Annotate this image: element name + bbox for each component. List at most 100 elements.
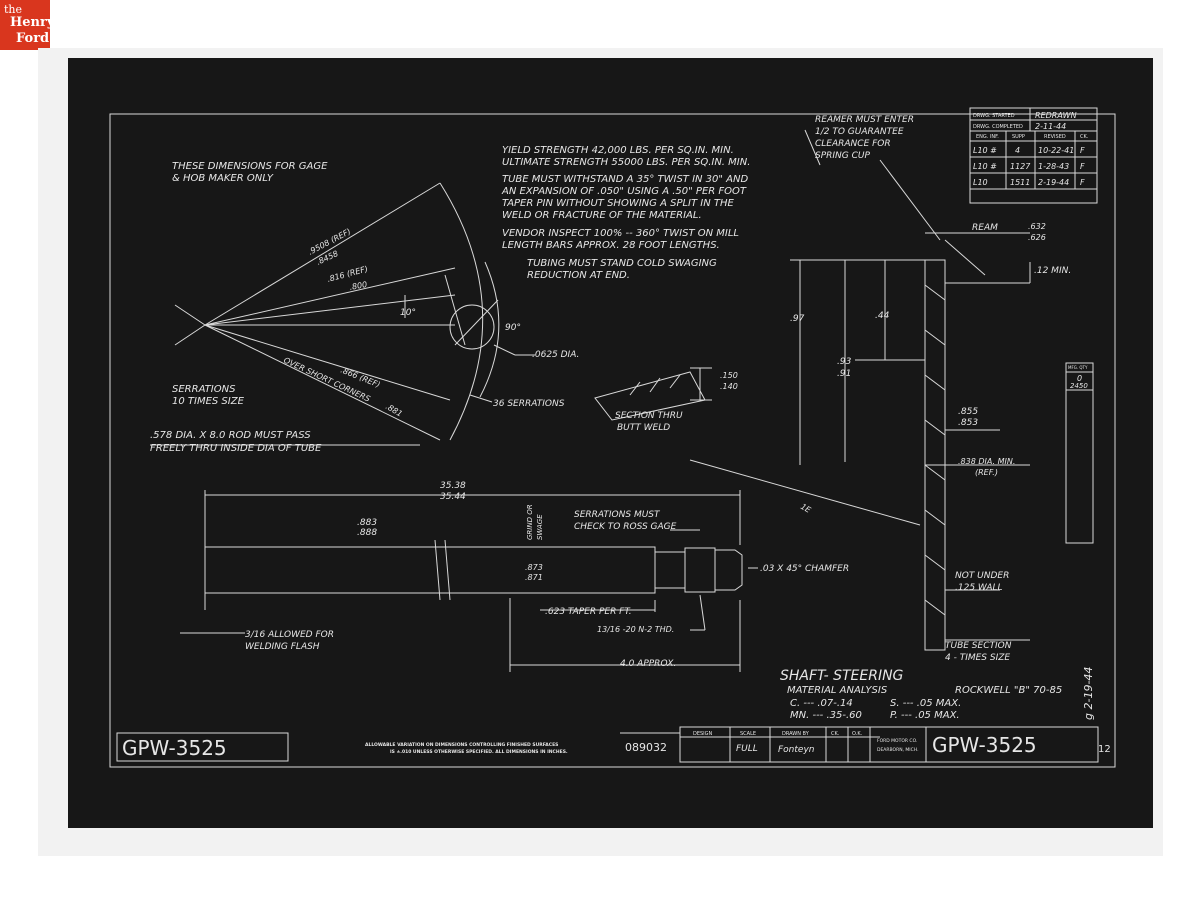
thread-label: 13/16 -20 N-2 THD. bbox=[597, 625, 674, 634]
ck-header: CK. bbox=[831, 731, 840, 737]
one-e-label: 1E bbox=[799, 502, 813, 515]
rev-row-2-eng: L10 # bbox=[973, 162, 997, 171]
phosphorus-spec: P. --- .05 MAX. bbox=[890, 710, 960, 721]
twist-4: WELD OR FRACTURE OF THE MATERIAL. bbox=[502, 210, 702, 221]
rev-row-3-supp: 1511 bbox=[1010, 178, 1030, 187]
min-12: .12 MIN. bbox=[1034, 266, 1071, 276]
ok-header: O.K. bbox=[852, 731, 863, 737]
scale-header: SCALE bbox=[740, 731, 756, 737]
col-revised-header: REVISED bbox=[1044, 134, 1066, 140]
drawn-by-value: Fonteyn bbox=[778, 745, 815, 755]
allowable-variation-2: IS ±.010 UNLESS OTHERWISE SPECIFIED. ALL… bbox=[390, 749, 568, 755]
mfg-qty-value-2: 2450 bbox=[1070, 382, 1088, 390]
serrations-36: 36 SERRATIONS bbox=[493, 399, 565, 409]
length-3544: 35.44 bbox=[440, 492, 466, 502]
dim-881: .881 bbox=[384, 402, 404, 419]
dim-888: .888 bbox=[357, 528, 377, 538]
logo-line-3: Ford bbox=[16, 31, 50, 46]
part-title: SHAFT- STEERING bbox=[780, 668, 904, 684]
reamer-1: REAMER MUST ENTER bbox=[815, 115, 914, 125]
blueprint-sheet bbox=[68, 58, 1153, 828]
twist-3: TAPER PIN WITHOUT SHOWING A SPLIT IN THE bbox=[502, 198, 735, 209]
serrations-check-2: CHECK TO ROSS GAGE bbox=[574, 522, 677, 532]
rev-row-1-ck: F bbox=[1080, 146, 1085, 155]
swaging-2: REDUCTION AT END. bbox=[527, 270, 630, 281]
part-number-left: GPW-3525 bbox=[122, 736, 227, 760]
vendor-2: LENGTH BARS APPROX. 28 FOOT LENGTHS. bbox=[502, 240, 720, 251]
angle-10: 10° bbox=[400, 308, 416, 318]
not-under-1: NOT UNDER bbox=[955, 571, 1009, 581]
rev-row-1-eng: L10 # bbox=[973, 146, 997, 155]
dim-800: .800 bbox=[349, 280, 368, 292]
not-under-2: .125 WALL bbox=[955, 583, 1003, 593]
henry-ford-logo: the Henry Ford bbox=[0, 0, 54, 50]
rev-row-3-ck: F bbox=[1080, 178, 1085, 187]
carbon-spec: C. --- .07-.14 bbox=[790, 698, 853, 709]
length-3538: 35.38 bbox=[440, 481, 466, 491]
vendor-1: VENDOR INSPECT 100% -- 360° TWIST ON MIL… bbox=[502, 228, 739, 239]
welding-flash-1: 3/16 ALLOWED FOR bbox=[245, 630, 334, 640]
completed-date: 2-11-44 bbox=[1035, 122, 1066, 131]
serrations-size-1: SERRATIONS bbox=[172, 384, 236, 395]
logo-line-2: Henry bbox=[10, 15, 55, 30]
company-2: DEARBORN, MICH. bbox=[877, 747, 919, 753]
dim-853: .853 bbox=[958, 418, 978, 428]
dia-0625: .0625 DIA. bbox=[532, 350, 579, 360]
rockwell-spec: ROCKWELL "B" 70-85 bbox=[955, 685, 1062, 696]
rev-row-3-revised: 2-19-44 bbox=[1038, 178, 1069, 187]
rev-row-2-revised: 1-28-43 bbox=[1038, 162, 1069, 171]
rod-note-1: .578 DIA. X 8.0 ROD MUST PASS bbox=[150, 430, 311, 441]
sheet-number: 12 bbox=[1098, 744, 1111, 755]
title-block-frame bbox=[679, 726, 1099, 763]
logo-line-1: the bbox=[4, 3, 23, 16]
dim-93: .93 bbox=[837, 357, 852, 367]
dim-855: .855 bbox=[958, 407, 978, 417]
redrawn-label: REDRAWN bbox=[1035, 111, 1077, 120]
rev-row-1-supp: 4 bbox=[1015, 146, 1020, 155]
scale-value: FULL bbox=[736, 744, 758, 754]
dim-150: .150 bbox=[720, 371, 738, 380]
dim-97: .97 bbox=[790, 314, 805, 324]
dim-91: .91 bbox=[837, 369, 851, 379]
approx-label: 4.0 APPROX. bbox=[620, 659, 676, 669]
tube-wall-section bbox=[924, 259, 946, 651]
dim-883: .883 bbox=[357, 518, 377, 528]
rev-row-1-revised: 10-22-41 bbox=[1038, 146, 1074, 155]
mfg-qty-table bbox=[1065, 362, 1094, 544]
ream-632: .632 bbox=[1028, 222, 1046, 231]
signature-date: g 2-19-44 bbox=[1082, 667, 1095, 720]
angle-90: 90° bbox=[505, 323, 521, 333]
welding-flash-2: WELDING FLASH bbox=[245, 642, 320, 652]
rev-row-2-ck: F bbox=[1080, 162, 1085, 171]
gage-note-1: THESE DIMENSIONS FOR GAGE bbox=[172, 161, 328, 172]
sulfur-spec: S. --- .05 MAX. bbox=[890, 698, 961, 709]
dim-871: .871 bbox=[525, 573, 543, 582]
weld-strength-1: YIELD STRENGTH 42,000 LBS. PER SQ.IN. MI… bbox=[502, 145, 734, 156]
dia-838: .838 DIA. MIN. bbox=[958, 457, 1015, 466]
reamer-2: 1/2 TO GUARANTEE bbox=[815, 127, 904, 137]
ream-626: .626 bbox=[1028, 233, 1046, 242]
part-number-box-left bbox=[116, 732, 289, 762]
dim-140: .140 bbox=[720, 382, 738, 391]
chamfer-label: .03 X 45° CHAMFER bbox=[760, 564, 849, 574]
drawn-by-header: DRAWN BY bbox=[782, 731, 810, 737]
ref-label: (REF.) bbox=[975, 468, 998, 477]
design-header: DESIGN bbox=[693, 731, 713, 737]
col-ck-header: CK. bbox=[1080, 134, 1089, 140]
rev-row-2-supp: 1127 bbox=[1010, 162, 1031, 171]
col-eng-header: ENG. INF. bbox=[976, 134, 999, 140]
material-analysis: MATERIAL ANALYSIS bbox=[787, 685, 888, 696]
dim-873: .873 bbox=[525, 563, 543, 572]
revision-table bbox=[969, 107, 1098, 204]
section-butt-weld-1: SECTION THRU bbox=[615, 411, 683, 421]
mfg-qty-value: 0 bbox=[1077, 374, 1082, 383]
tube-section-2: 4 - TIMES SIZE bbox=[945, 653, 1010, 663]
allowable-variation-1: ALLOWABLE VARIATION ON DIMENSIONS CONTRO… bbox=[365, 742, 558, 748]
dim-44: .44 bbox=[875, 311, 890, 321]
twist-2: AN EXPANSION OF .050" USING A .50" PER F… bbox=[501, 186, 747, 197]
reamer-4: SPRING CUP bbox=[815, 151, 870, 161]
rev-row-3-eng: L10 bbox=[973, 178, 988, 187]
company-1: FORD MOTOR CO. bbox=[877, 738, 917, 744]
gage-note-2: & HOB MAKER ONLY bbox=[172, 173, 274, 184]
